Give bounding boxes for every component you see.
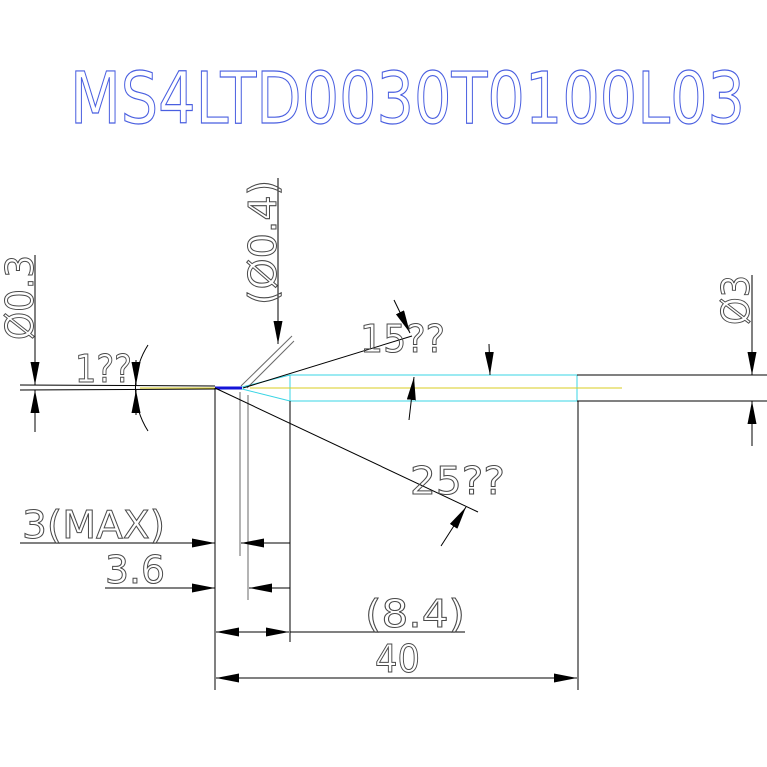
tool-outline [19, 374, 767, 402]
leader-line [246, 340, 295, 389]
tip-angle-label: 1?? [75, 347, 132, 391]
dim-arrow-line [484, 343, 494, 376]
dimension-taper-angle: 15?? [242, 299, 494, 421]
extension-lines [214, 388, 579, 690]
point-angle-label: 25?? [410, 459, 505, 503]
dim-arrow-line [406, 376, 416, 421]
part-number-title: MS4LTD0030T0100L03 [70, 57, 745, 140]
tip-upper-line [19, 384, 216, 387]
dimension-max-length: 3(MAX) [20, 503, 290, 548]
angle-leg-line [214, 387, 479, 513]
dimension-point-angle: 25?? [214, 387, 506, 547]
dimension-tip-angle: 1?? [75, 344, 149, 432]
dimension-taper-length: (8.4) [216, 592, 466, 637]
tip-diameter-label: Ø0.3 [0, 255, 42, 340]
taper-angle-label: 15?? [360, 317, 445, 361]
dimension-tip-diameter: Ø0.3 [0, 255, 43, 432]
overall-length-label: 40 [375, 637, 420, 681]
angle-leg-line [242, 335, 413, 389]
dimension-overall-length: 40 [216, 637, 577, 683]
leader-line [240, 335, 293, 387]
shank-diameter-label: Ø3 [714, 275, 758, 325]
dimension-shank-diameter: Ø3 [714, 275, 759, 446]
neck-diameter-label: (Ø0.4) [241, 180, 285, 305]
taper-length-label: (8.4) [365, 592, 465, 636]
dim-arrow-line [393, 299, 411, 334]
dimension-neck-length: 3.6 [105, 548, 290, 593]
taper-lower-line [241, 388, 291, 402]
angle-arc [135, 344, 149, 432]
dimension-neck-diameter: (Ø0.4) [240, 178, 295, 389]
max-length-label: 3(MAX) [22, 503, 165, 547]
tip-lower-line [19, 388, 216, 391]
dim-arrow-line [440, 506, 467, 547]
neck-length-label: 3.6 [105, 548, 165, 592]
